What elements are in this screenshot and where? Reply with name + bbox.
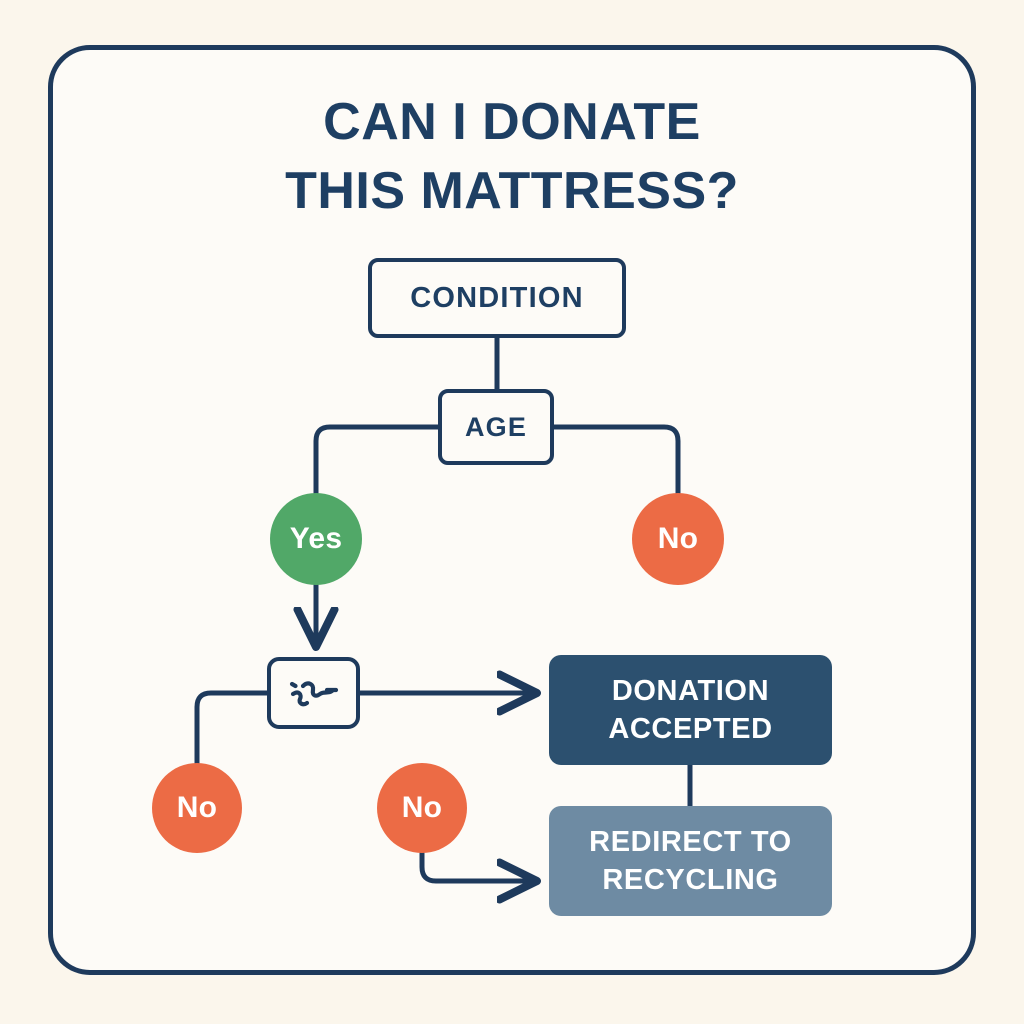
node-redirect-to-recycling-line-1: REDIRECT TO xyxy=(589,825,792,858)
node-yes-label: Yes xyxy=(289,522,343,555)
node-no-left[interactable]: No xyxy=(152,763,242,853)
node-donation-accepted-line-1: DONATION xyxy=(611,674,770,707)
node-condition-label: CONDITION xyxy=(410,281,584,314)
node-no-right-label: No xyxy=(657,522,699,555)
page-title: CAN I DONATE THIS MATTRESS? xyxy=(0,88,1024,226)
node-age[interactable]: AGE xyxy=(438,389,554,465)
squiggle-glyph-icon xyxy=(287,674,341,712)
node-donation-accepted[interactable]: DONATION ACCEPTED xyxy=(549,655,832,765)
node-age-label: AGE xyxy=(464,411,528,442)
node-donation-accepted-line-2: ACCEPTED xyxy=(608,713,773,745)
node-no-right[interactable]: No xyxy=(632,493,724,585)
page-title-line-2: THIS MATTRESS? xyxy=(285,162,739,221)
page-title-line-1: CAN I DONATE xyxy=(323,93,701,151)
node-squiggle[interactable] xyxy=(267,657,360,729)
node-redirect-to-recycling-line-2: RECYCLING xyxy=(602,864,779,896)
node-redirect-to-recycling[interactable]: REDIRECT TO RECYCLING xyxy=(549,806,832,916)
node-no-left-label: No xyxy=(176,791,218,824)
node-yes[interactable]: Yes xyxy=(270,493,362,585)
node-no-mid-label: No xyxy=(401,791,443,824)
node-condition[interactable]: CONDITION xyxy=(368,258,626,338)
node-no-mid[interactable]: No xyxy=(377,763,467,853)
